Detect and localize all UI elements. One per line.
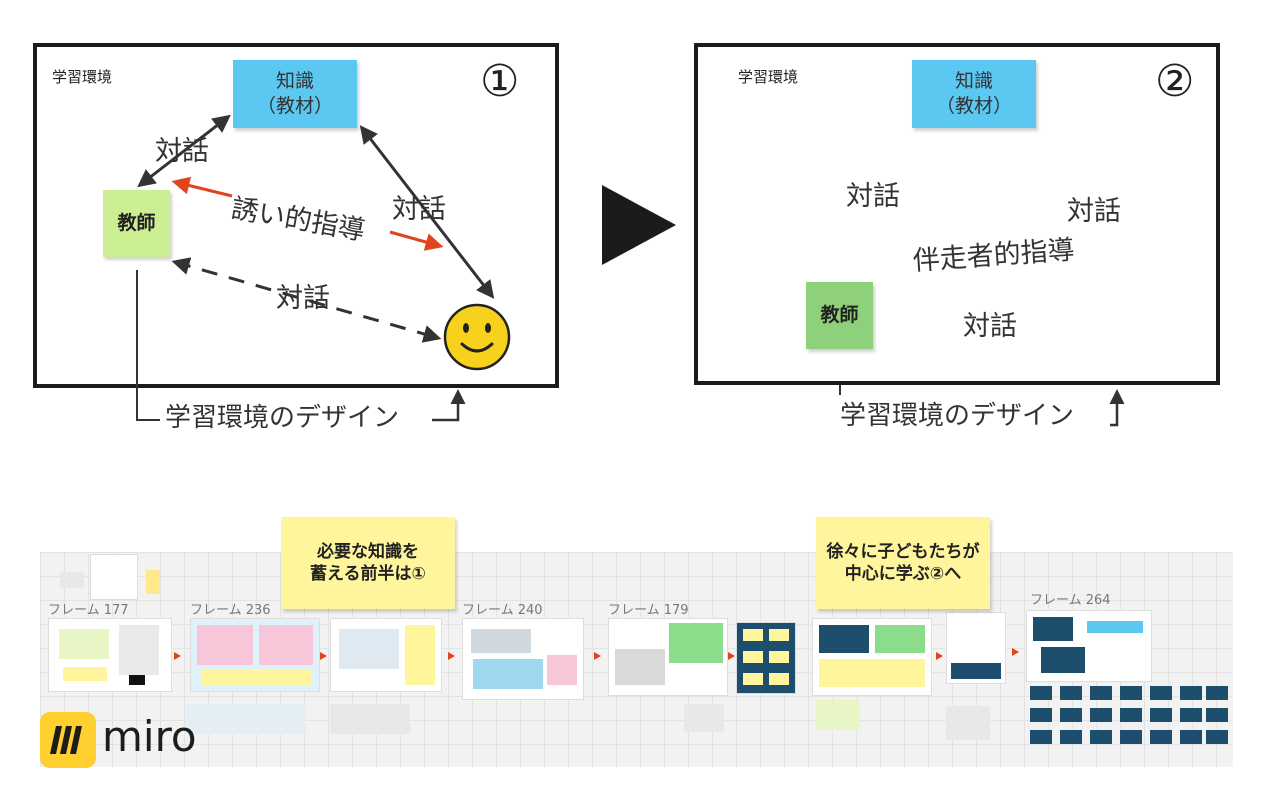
frame-thumb-264[interactable] bbox=[1026, 610, 1152, 682]
tiny-thumb bbox=[1150, 730, 1172, 744]
diagram-2-number: ② bbox=[1155, 56, 1195, 107]
tiny-thumb bbox=[1090, 708, 1112, 722]
note-first-half: 必要な知識を 蓄える前半は① bbox=[281, 517, 455, 609]
connector-arrow-icon bbox=[936, 652, 943, 660]
tiny-thumb bbox=[1060, 708, 1082, 722]
d1-arrow-guidance-left bbox=[171, 176, 233, 198]
mini-card bbox=[60, 572, 84, 588]
tiny-thumb bbox=[1150, 708, 1172, 722]
tiny-thumb bbox=[1030, 730, 1052, 744]
d1-dialogue-top: 対話 bbox=[155, 136, 209, 167]
tiny-thumb bbox=[1150, 686, 1172, 700]
connector-arrow-icon bbox=[594, 652, 601, 660]
frame-label-177: フレーム 177 bbox=[48, 603, 129, 618]
d1-arrow-guidance-right bbox=[389, 230, 444, 251]
tiny-thumb bbox=[684, 704, 724, 732]
frame-thumb-177[interactable] bbox=[48, 618, 172, 692]
diagram-1-number: ① bbox=[480, 56, 520, 107]
d1-design: 学習環境のデザイン bbox=[165, 403, 400, 433]
d1-arrow-dashed bbox=[171, 257, 442, 343]
d1-arrow-teacher-knowledge bbox=[137, 114, 231, 188]
tiny-thumb bbox=[1180, 730, 1202, 744]
student-smiley-icon-1 bbox=[443, 303, 511, 371]
d1-design-arrow bbox=[432, 389, 466, 422]
miro-logo-icon bbox=[40, 712, 96, 768]
d2-dialogue-right: 対話 bbox=[1067, 196, 1121, 227]
diagram-1-env-label: 学習環境 bbox=[52, 68, 113, 86]
mini-sticky bbox=[146, 570, 160, 594]
tiny-thumb bbox=[1060, 730, 1082, 744]
frame-label-236: フレーム 236 bbox=[190, 603, 271, 618]
d1-dialogue-bottom: 対話 bbox=[276, 283, 330, 314]
d2-design: 学習環境のデザイン bbox=[840, 401, 1075, 431]
tiny-thumb bbox=[946, 706, 990, 740]
diagram-2-env-label: 学習環境 bbox=[738, 68, 799, 86]
diagram-2-teacher-note: 教師 bbox=[806, 282, 873, 349]
frame-thumb-179[interactable] bbox=[608, 618, 728, 696]
miro-wordmark: miro bbox=[102, 712, 197, 761]
diagram-1-teacher-note: 教師 bbox=[103, 190, 170, 257]
mini-card[interactable] bbox=[90, 554, 138, 600]
frame-thumb-236[interactable] bbox=[190, 618, 320, 692]
frame-thumb-6[interactable] bbox=[946, 612, 1006, 684]
frame-label-264: フレーム 264 bbox=[1030, 593, 1111, 608]
tiny-thumb bbox=[1090, 730, 1112, 744]
diagram-1-knowledge-note: 知識 （教材） bbox=[233, 60, 357, 128]
tiny-thumb bbox=[1120, 686, 1142, 700]
tiny-thumb bbox=[186, 704, 306, 734]
tiny-thumb bbox=[1090, 686, 1112, 700]
tiny-thumb bbox=[1180, 708, 1202, 722]
miro-board: フレーム 177 フレーム 236 フレーム 240 フレーム 179 フレーム… bbox=[40, 552, 1233, 767]
d1-arrow-knowledge-student bbox=[359, 125, 495, 299]
frame-thumb-240[interactable] bbox=[462, 618, 584, 700]
tiny-thumb bbox=[1120, 730, 1142, 744]
frame-thumb-5[interactable] bbox=[812, 618, 932, 696]
tiny-thumb bbox=[1206, 708, 1228, 722]
d2-dialogue-top: 対話 bbox=[846, 181, 900, 212]
diagram-2-knowledge-note: 知識 （教材） bbox=[912, 60, 1036, 128]
tiny-thumb bbox=[330, 704, 410, 734]
frame-label-240: フレーム 240 bbox=[462, 603, 543, 618]
connector-arrow-icon bbox=[1012, 648, 1019, 656]
frame-thumb-dark-1[interactable] bbox=[736, 622, 796, 694]
next-triangle-icon bbox=[602, 185, 676, 265]
connector-arrow-icon bbox=[448, 652, 455, 660]
tiny-thumb bbox=[1120, 708, 1142, 722]
tiny-thumb bbox=[1030, 686, 1052, 700]
tiny-thumb bbox=[1060, 686, 1082, 700]
frame-label-179: フレーム 179 bbox=[608, 603, 689, 618]
connector-arrow-icon bbox=[320, 652, 327, 660]
d1-dialogue-right: 対話 bbox=[392, 194, 446, 225]
tiny-thumb bbox=[1206, 730, 1228, 744]
tiny-thumb bbox=[1180, 686, 1202, 700]
connector-arrow-icon bbox=[728, 652, 735, 660]
tiny-thumb bbox=[1030, 708, 1052, 722]
d2-design-arrow bbox=[1109, 389, 1125, 427]
frame-thumb-2[interactable] bbox=[330, 618, 442, 692]
d1-design-line bbox=[136, 270, 160, 421]
d2-dialogue-bottom: 対話 bbox=[963, 311, 1017, 342]
connector-arrow-icon bbox=[174, 652, 181, 660]
note-second-half: 徐々に子どもたちが 中心に学ぶ②へ bbox=[816, 517, 990, 609]
tiny-thumb bbox=[816, 700, 860, 730]
tiny-thumb bbox=[1206, 686, 1228, 700]
